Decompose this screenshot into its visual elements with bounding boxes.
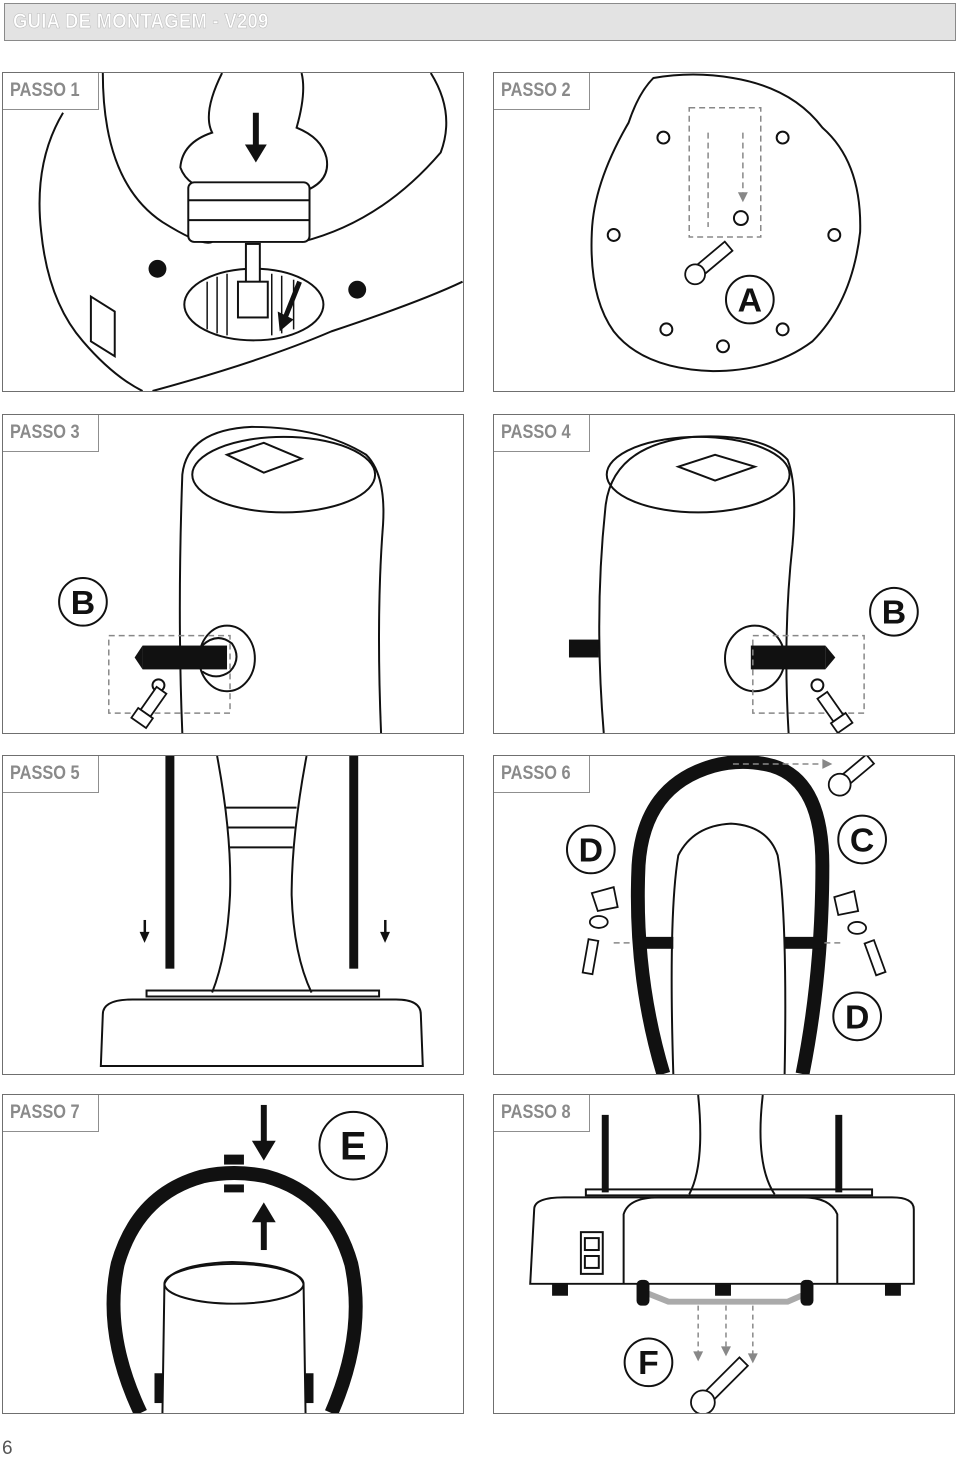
- step-1-panel: PASSO 1: [2, 72, 464, 392]
- step-5-panel: PASSO 5: [2, 755, 464, 1075]
- step-8-panel: PASSO 8 F: [493, 1094, 955, 1414]
- header-bar: GUIA DE MONTAGEM - V209: [4, 3, 956, 41]
- page-number: 6: [2, 1438, 13, 1459]
- step-4-label: PASSO 4: [494, 415, 590, 452]
- part-label-B-left: B: [71, 584, 95, 622]
- part-label-D-right: D: [845, 998, 869, 1036]
- step-3-label: PASSO 3: [3, 415, 99, 452]
- page-title: GUIA DE MONTAGEM - V209: [13, 10, 269, 34]
- step-8-label: PASSO 8: [494, 1095, 590, 1132]
- step-1-illustration: [38, 73, 463, 391]
- part-label-C: C: [850, 821, 874, 859]
- part-label-F: F: [638, 1344, 659, 1382]
- step-5-label: PASSO 5: [3, 756, 99, 793]
- part-label-B-right: B: [882, 594, 906, 632]
- step-8-illustration: F: [529, 1095, 915, 1413]
- step-7-illustration: E: [106, 1104, 389, 1413]
- step-2-illustration: A: [590, 73, 862, 373]
- step-7-label: PASSO 7: [3, 1095, 99, 1132]
- step-6-panel: PASSO 6 D C D: [493, 755, 955, 1075]
- step-4-illustration: B: [568, 435, 919, 733]
- step-5-illustration: [99, 756, 424, 1068]
- part-label-E: E: [340, 1125, 367, 1169]
- part-label-D-left: D: [579, 831, 603, 869]
- step-6-label: PASSO 6: [494, 756, 590, 793]
- part-label-A: A: [738, 282, 762, 320]
- step-3-illustration: B: [58, 425, 385, 733]
- step-6-illustration: D C D: [565, 756, 887, 1074]
- step-1-label: PASSO 1: [3, 73, 99, 110]
- step-2-label: PASSO 2: [494, 73, 590, 110]
- step-4-panel: PASSO 4 B: [493, 414, 955, 734]
- step-3-panel: PASSO 3 B: [2, 414, 464, 734]
- step-7-panel: PASSO 7 E: [2, 1094, 464, 1414]
- step-2-panel: PASSO 2 A: [493, 72, 955, 392]
